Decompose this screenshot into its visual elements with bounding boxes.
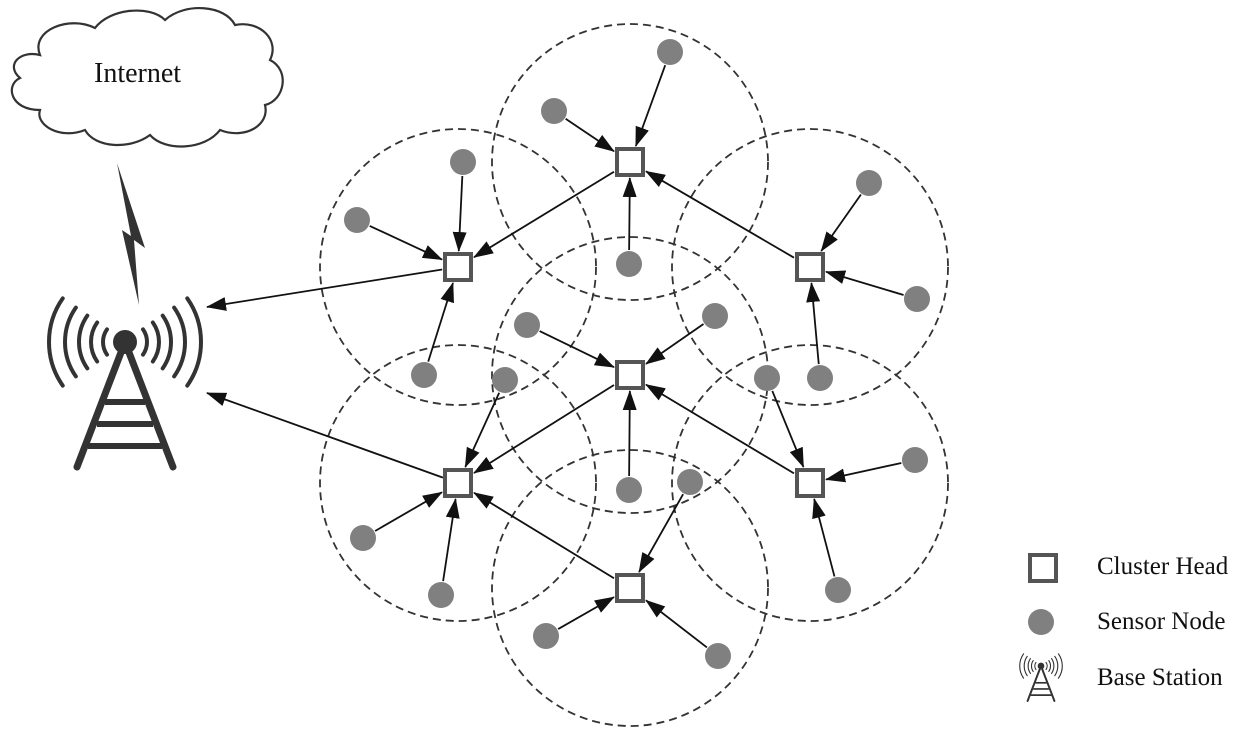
signal-wave-arc [1045,661,1048,671]
sensor-node-circle-icon [428,582,454,608]
legend-cluster-head-icon [1028,553,1058,583]
sensor-node-circle-icon [350,525,376,551]
tower-legs [73,338,177,471]
sensor-to-cluster-head-arrow [812,498,836,577]
sensor-node-circle-icon [754,365,780,391]
sensor-to-cluster-head-arrow [645,323,705,365]
signal-wave-arc [1034,661,1037,671]
sensor-to-cluster-head-arrow [442,498,460,582]
sensor-node-circle-icon [411,362,437,388]
sensor-to-cluster-head-arrow [464,392,501,468]
sensor-node-circle-icon [616,251,642,277]
sensor-to-cluster-head-arrow [622,390,637,477]
sensor-to-cluster-head-arrow [634,64,667,147]
sensor-node-circle-icon [807,365,833,391]
sensor-node-circle-icon [492,367,518,393]
sensor-to-cluster-head-arrow [557,596,615,630]
signal-wave-arc [1030,659,1034,673]
cluster-head-to-cluster-head-arrow [473,384,615,474]
sensor-to-cluster-head-arrow [820,193,862,252]
tower-legs [1026,665,1056,702]
cluster-head-square-icon [443,252,473,282]
signal-wave-arc [1019,653,1025,679]
legend [1019,553,1063,702]
cluster-range-circle [491,23,769,301]
cluster-range-circle [319,128,597,406]
sensor-node-circle-icon [904,286,930,312]
cluster-head-square-icon [615,147,645,177]
sensor-node-circle-icon [514,312,540,338]
signal-wave-arc [141,327,149,357]
sensor-node-circle-icon [533,623,559,649]
sensor-to-cluster-head-arrow [771,390,805,468]
sensor-node-circle-icon [902,447,928,473]
sensor-node-circle-icon [825,577,851,603]
signal-wave-arc [101,327,109,357]
cluster-range-circle [671,128,949,406]
cluster-head-square-icon [795,252,825,282]
sensor-node-circle-icon [702,303,728,329]
sensor-to-cluster-head-arrow [622,177,637,251]
sensor-node-circle-icon [344,207,370,233]
sensor-node-circle-icon [450,149,476,175]
sensor-node-circle-icon [616,477,642,503]
signal-wave-arc [47,296,65,388]
cluster-head-square-icon [795,468,825,498]
signal-wave-arc [89,320,100,364]
cluster-head-to-cluster-head-arrow [645,383,795,475]
sensor-to-cluster-head-arrow [374,491,443,532]
cluster-head-square-icon [615,573,645,603]
signal-wave-arc [1057,653,1063,679]
signal-wave-arc [1027,658,1032,674]
signal-wave-arc [160,313,173,371]
base-station-tower-icon [47,296,203,471]
sensor-node-circle-icon [657,39,683,65]
signal-wave-arc [185,296,203,388]
legend-cluster-head-label: Cluster Head [1097,553,1229,580]
sensor-to-cluster-head-arrow [539,330,615,369]
internet-label: Internet [94,58,182,89]
cluster-head-square-icon [615,360,645,390]
cluster-head-to-base-station-arrow [206,268,443,311]
sensor-to-cluster-head-arrow [806,282,821,365]
legend-sensor-node-icon [1028,609,1054,635]
cluster-head-square-icon [443,468,473,498]
signal-wave-arc [63,305,78,379]
signal-wave-arc [1023,655,1028,677]
sensor-node-circle-icon [677,469,703,495]
cluster-range-circle [319,344,597,622]
sensor-to-cluster-head-arrow [427,282,454,362]
signal-wave-arc [77,313,90,371]
cluster-head-to-cluster-head-arrow [645,170,795,259]
cluster-head-to-base-station-arrow [206,392,444,479]
signal-wave-arc [172,305,187,379]
sensor-to-cluster-head-arrow [452,175,467,252]
legend-sensor-node-label: Sensor Node [1097,608,1226,635]
internet-cloud [10,7,284,148]
signal-wave-arc [1048,659,1052,673]
sensor-node-circle-icon [541,98,567,124]
cluster-head-to-cluster-head-arrow [473,170,615,259]
wireless-link-lightning-icon [117,163,145,305]
signal-wave-arc [1054,655,1059,677]
sensor-node-circle-icon [856,170,882,196]
sensor-to-cluster-head-arrow [825,270,904,296]
legend-base-station-label: Base Station [1097,664,1223,691]
sensor-to-cluster-head-arrow [638,493,684,573]
sensor-to-cluster-head-arrow [825,462,902,483]
sensor-to-cluster-head-arrow [565,118,615,153]
cluster-head-to-cluster-head-arrow [473,491,615,580]
sensor-node-circle-icon [705,643,731,669]
legend-base-station-icon [1019,653,1063,702]
sensor-to-cluster-head-arrow [645,599,708,649]
signal-wave-arc [150,320,161,364]
sensor-to-cluster-head-arrow [369,225,443,261]
cluster-range-circle [671,344,949,622]
signal-wave-arc [1050,658,1055,674]
